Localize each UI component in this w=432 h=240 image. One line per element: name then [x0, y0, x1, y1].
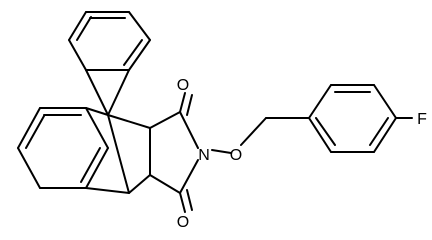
- bond: [308, 117, 332, 153]
- bond: [186, 189, 193, 211]
- bond: [107, 114, 130, 194]
- bond: [25, 115, 45, 149]
- bond: [107, 114, 151, 129]
- bond: [369, 117, 389, 146]
- bond: [373, 84, 397, 119]
- bond: [149, 111, 181, 129]
- bond: [149, 174, 181, 194]
- atom-label-fluorine: F: [417, 111, 427, 128]
- bond: [17, 147, 41, 189]
- bond: [76, 16, 92, 41]
- bonds-layer: [17, 11, 413, 213]
- bond: [68, 39, 87, 71]
- bond: [179, 92, 186, 113]
- bond: [80, 147, 101, 183]
- bond: [179, 192, 186, 213]
- atom-labels-layer: O N O O F: [177, 77, 427, 231]
- bond: [211, 149, 232, 154]
- bond: [179, 111, 199, 149]
- bond: [17, 107, 41, 149]
- bond: [128, 39, 151, 71]
- bond: [179, 159, 199, 194]
- bond: [186, 94, 193, 116]
- bond: [123, 39, 143, 66]
- bond: [85, 107, 109, 116]
- atom-label-nitrogen: N: [198, 147, 210, 164]
- bond: [128, 174, 151, 194]
- bond: [240, 117, 267, 146]
- atom-label-oxygen-ether: O: [230, 147, 242, 164]
- bond: [107, 69, 130, 116]
- bond: [68, 11, 87, 41]
- molecule-diagram: O N O O F: [17, 11, 427, 231]
- atom-label-oxygen-top: O: [177, 77, 189, 94]
- bond: [308, 84, 332, 119]
- bond: [85, 107, 109, 149]
- bond: [315, 117, 336, 146]
- bond: [85, 187, 130, 194]
- bond: [85, 147, 109, 189]
- structure-svg: O N O O F: [17, 11, 427, 231]
- bond: [373, 117, 397, 153]
- bond: [85, 69, 109, 116]
- bond: [128, 11, 151, 41]
- atom-label-oxygen-bottom: O: [177, 214, 189, 231]
